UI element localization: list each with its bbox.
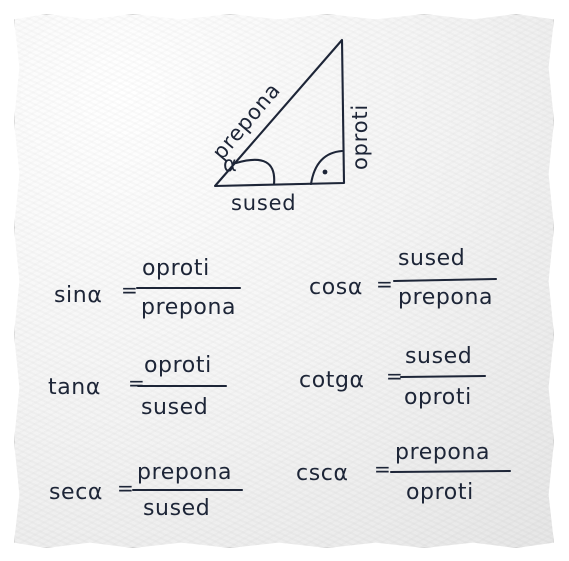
formula-csc-fraction-line — [389, 469, 512, 474]
opposite-side-label: oproti — [348, 104, 372, 170]
formula-sin-numerator: oproti — [142, 256, 210, 281]
angle-alpha-label: α — [223, 152, 238, 176]
formula-cotg-denominator: oproti — [404, 385, 472, 410]
formula-cos: cosα = sused prepona — [309, 246, 498, 310]
formula-sec: secα = prepona sused — [49, 460, 244, 521]
formula-cos-equals: = — [376, 272, 393, 296]
right-angle-arc — [309, 149, 344, 186]
formula-csc-numerator: prepona — [395, 440, 490, 465]
formula-sec-equals: = — [117, 476, 134, 500]
formula-cos-denominator: prepona — [398, 285, 493, 310]
formula-cos-numerator: sused — [398, 246, 465, 271]
formula-csc-denominator: oproti — [406, 480, 474, 505]
adjacent-side-label: sused — [231, 191, 296, 215]
formula-csc-function: cscα — [296, 461, 349, 486]
triangle-outline — [213, 38, 346, 188]
formula-sin-equals: = — [121, 278, 138, 302]
formula-cos-function: cosα — [309, 275, 363, 300]
formula-sin: sinα = oproti prepona — [54, 256, 242, 320]
formula-tan-denominator: sused — [141, 395, 208, 420]
formula-cotg: cotgα = sused oproti — [299, 344, 487, 410]
formula-cotg-numerator: sused — [405, 344, 472, 369]
formula-sec-denominator: sused — [143, 496, 210, 521]
formula-sin-denominator: prepona — [141, 295, 236, 320]
formula-tan: tanα = oproti sused — [48, 353, 228, 420]
alpha-angle-arc — [234, 158, 276, 186]
formula-sin-function: sinα — [54, 283, 102, 308]
formula-cotg-fraction-line — [399, 374, 487, 379]
formula-tan-equals: = — [128, 371, 145, 395]
paper-sheet — [14, 14, 554, 548]
formula-csc-equals: = — [374, 457, 391, 481]
formula-sec-function: secα — [49, 480, 103, 505]
formula-cotg-equals: = — [386, 364, 403, 388]
right-triangle: α prepona oproti sused — [207, 38, 372, 215]
formula-cos-fraction-line — [392, 277, 498, 283]
formula-csc: cscα = prepona oproti — [296, 440, 512, 505]
right-angle-dot — [322, 169, 328, 175]
formula-tan-function: tanα — [48, 375, 101, 400]
formula-cotg-function: cotgα — [299, 368, 365, 393]
formula-sec-numerator: prepona — [137, 460, 232, 485]
formula-tan-numerator: oproti — [144, 353, 212, 378]
